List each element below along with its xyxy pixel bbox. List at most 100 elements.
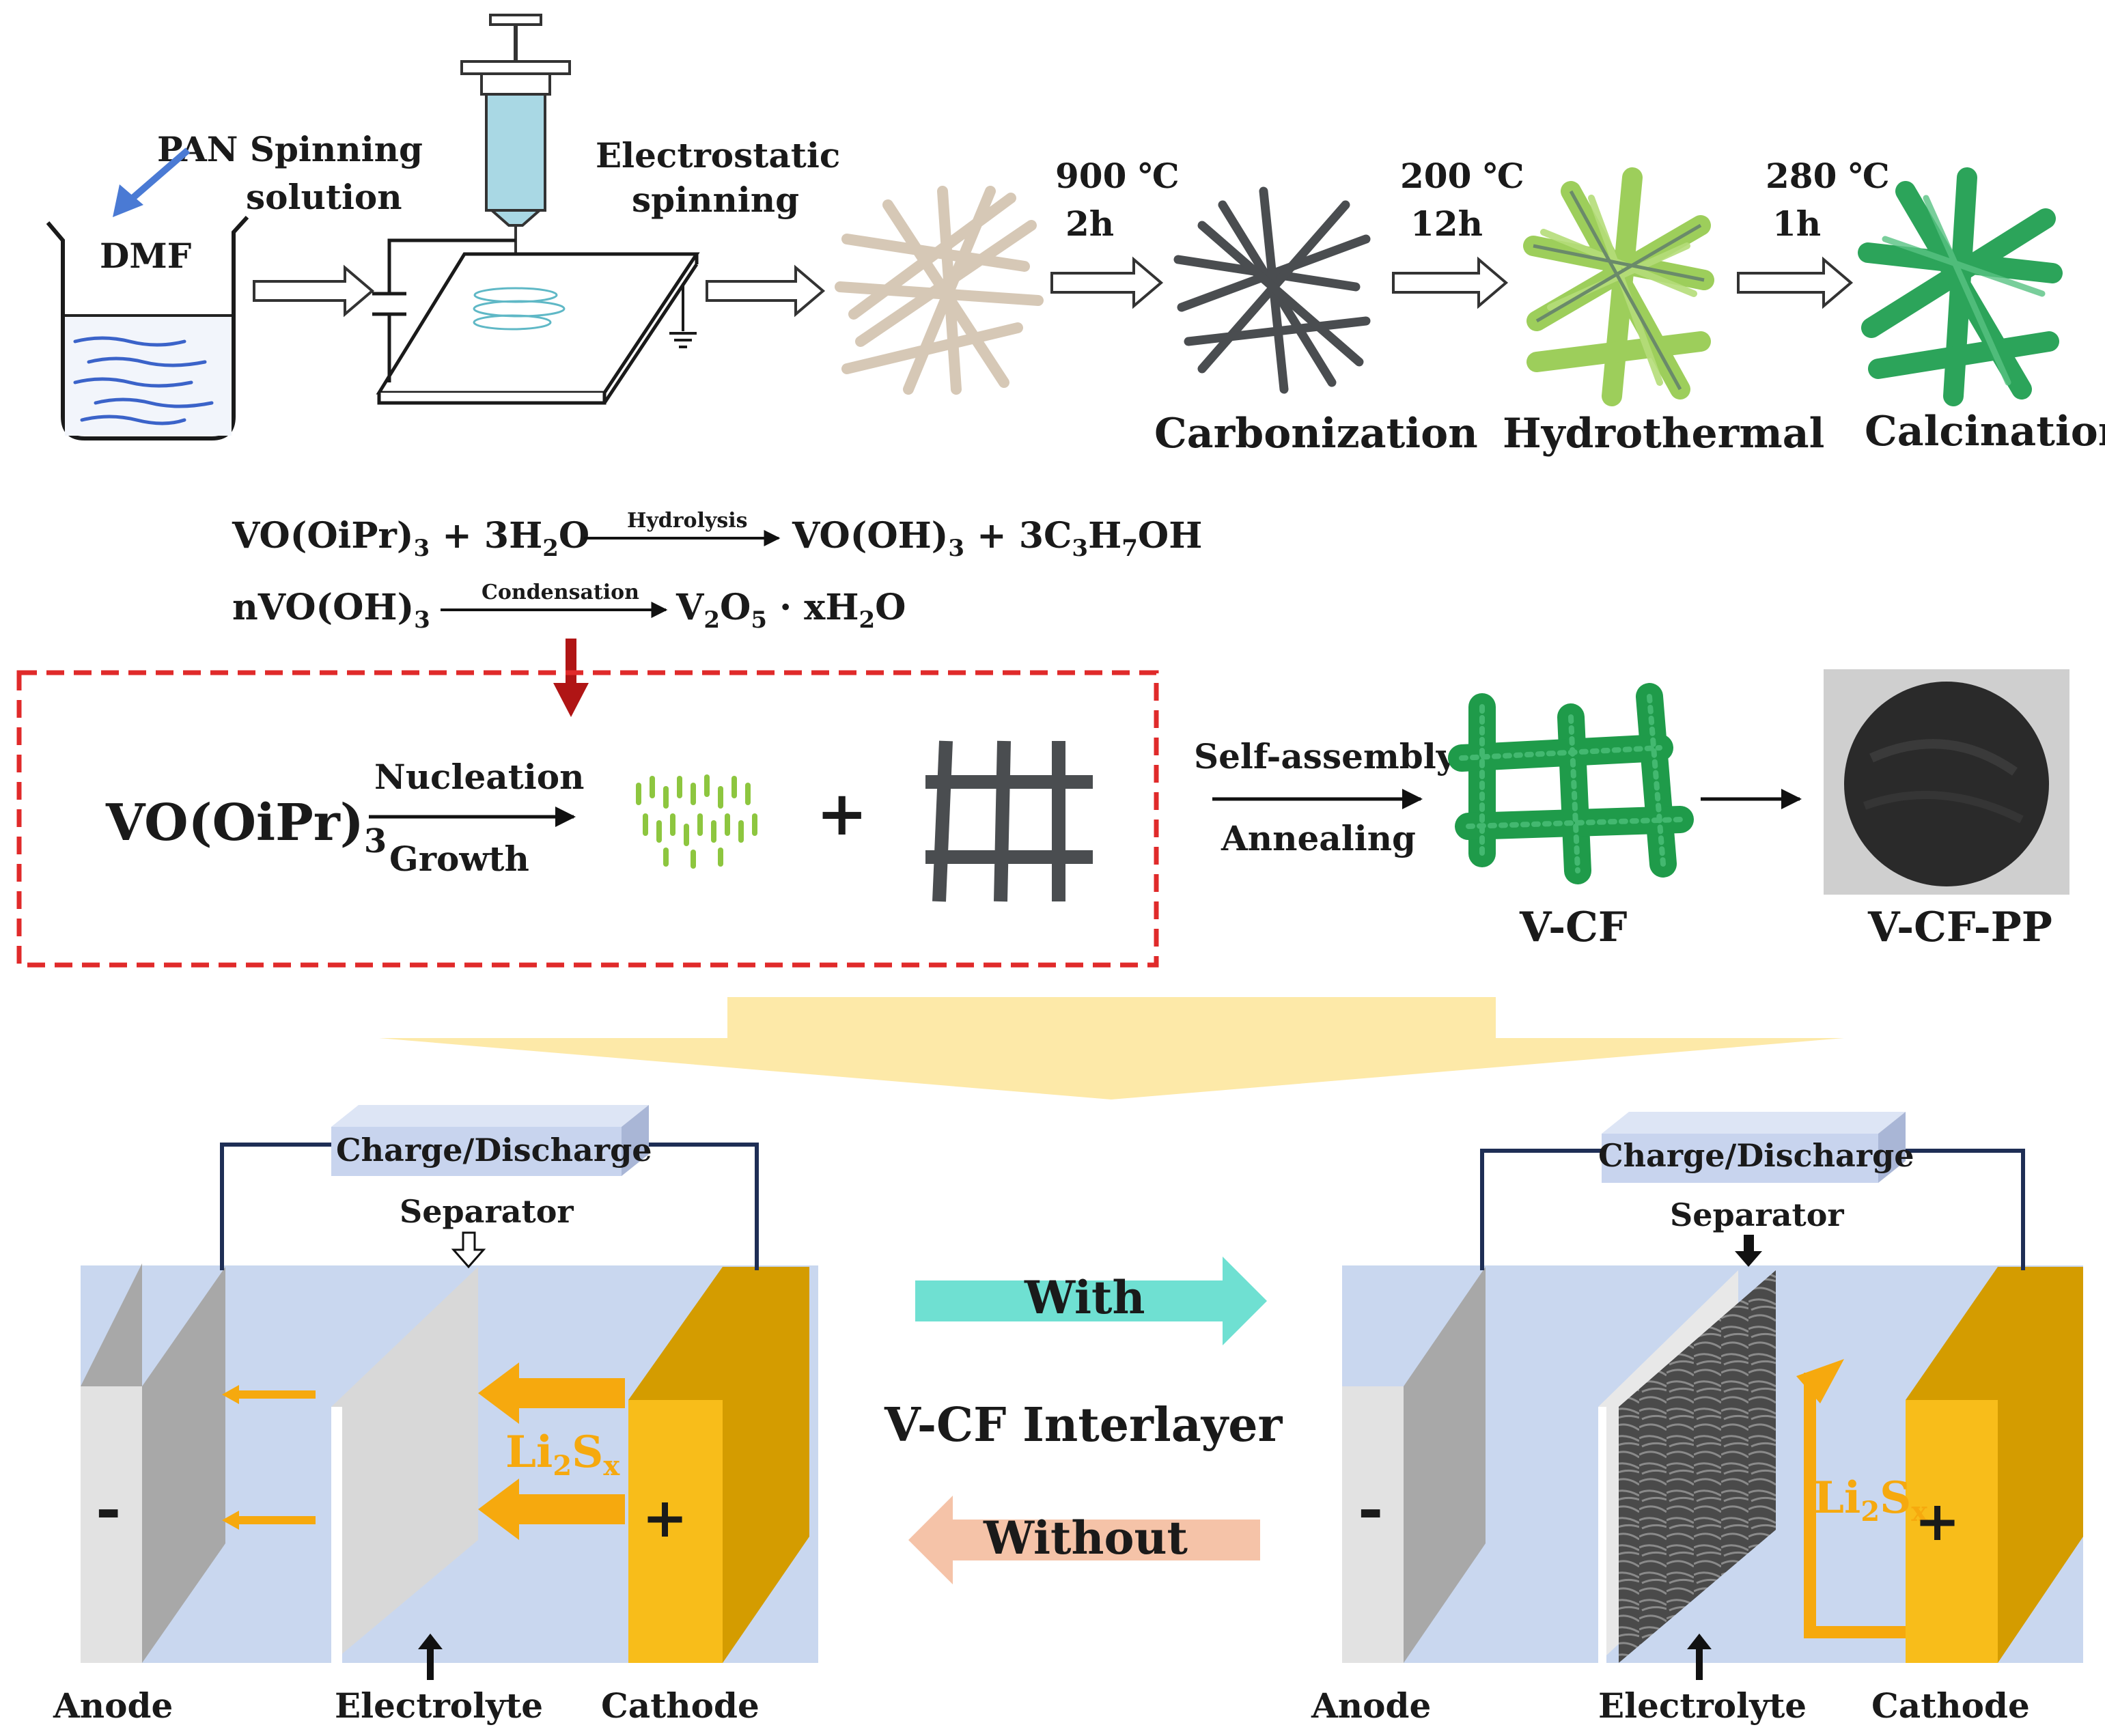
right-anode-label: Anode [1311,1685,1431,1726]
right-electrolyte-arrow-icon [1687,1634,1712,1680]
eq1-arrow-label: Hydrolysis [627,509,748,533]
right-separator-label: Separator [1670,1196,1844,1233]
without-label: Without [983,1511,1188,1565]
pan-label-line1: PAN Spinning [157,129,423,169]
left-separator-arrow-icon [451,1231,486,1269]
left-lis-arrows-icon [222,1362,625,1540]
hollow-arrow-icon [706,264,826,318]
annealing-label: Annealing [1221,818,1416,858]
right-lis-arrow-icon [1804,1373,1906,1638]
left-separator-label: Separator [400,1193,574,1230]
vcf-grid-icon [1448,683,1694,884]
right-cell: Charge/Discharge Separator Li2Sx - + Ano… [1311,1112,2083,1726]
electrostatic-label-2: spinning [632,180,799,220]
right-electrolyte-label: Electrolyte [1598,1685,1807,1726]
right-plus-sign: + [1914,1489,1960,1553]
eq1-right-sub3: 7 [1121,535,1138,562]
right-charge-box [1602,1134,1878,1183]
eq1-left-sub2: 2 [542,535,559,562]
equation-hydrolysis: VO(OiPr)3 + 3H2O Hydrolysis VO(OH)3 + 3C… [232,509,1202,562]
eq1-right-d: OH [1138,515,1202,557]
eq2-right-sub: 2 [703,606,720,634]
eq1-right-sub: 3 [948,535,964,562]
left-anode-label: Anode [53,1685,173,1726]
hollow-arrow-icon [1737,256,1854,309]
pan-label-line2: solution [246,177,402,217]
calcination-label: Calcination [1865,408,2105,456]
capacitor-icon [372,292,406,316]
left-minus-sign: - [96,1472,121,1545]
eq1-left-a: VO(OiPr) [232,515,413,557]
eq1-right-a: VO(OH) [792,515,948,557]
svg-text:VO(OH)3 + 3C3H7OH: VO(OH)3 + 3C3H7OH [792,515,1202,562]
pan-fiber-mesh-icon [835,186,1044,395]
eq2-right-d: O [875,587,906,628]
with-label: With [1024,1271,1145,1324]
left-separator [331,1267,478,1663]
pan-arrow-icon [113,148,191,217]
left-charge-box [331,1127,622,1176]
hydrothermal-label: Hydrothermal [1503,410,1824,458]
step1-time: 2h [1065,204,1114,244]
electrostatic-label-1: Electrostatic [596,135,840,176]
right-interlayer [1619,1270,1776,1663]
step1-temp: 900 ℃ [1055,156,1180,196]
ground-icon [669,283,697,348]
red-down-arrow-icon [553,639,589,717]
right-charge-label: Charge/Discharge [1598,1137,1914,1174]
precursor-label: VO(OiPr)3 [105,794,387,860]
eq2-right-sub3: 2 [859,606,875,634]
eq1-right-c: H [1088,515,1121,557]
right-anode-front [1342,1386,1404,1663]
right-anode-side [1404,1267,1486,1663]
left-lis-sub1: 2 [553,1450,572,1482]
pan-label: PAN Spinning solution [157,129,423,217]
growth-label: Growth [389,839,529,879]
eq1-left-c: O [559,515,589,557]
step2-temp: 200 ℃ [1400,156,1524,196]
eq1-left-b: + 3H [430,515,542,557]
svg-text:VO(OiPr)3 + 3H2O: VO(OiPr)3 + 3H2O [232,515,589,562]
vcfpp-disc-icon [1824,669,2069,895]
carbon-grid-icon [925,740,1093,902]
left-lis-label: Li2Sx [505,1427,620,1482]
without-arrow-icon [908,1496,1260,1584]
left-lis-s: S [572,1427,603,1478]
right-cathode-front [1906,1400,1998,1663]
right-lis-main: Li [1813,1472,1860,1524]
with-arrow-icon [915,1257,1267,1345]
carbon-fiber-mesh-icon [1173,186,1371,394]
left-charge-label: Charge/Discharge [336,1132,652,1168]
eq2-right-b: O [720,587,751,628]
svg-text:V2O5 · xH2O: V2O5 · xH2O [675,587,906,634]
equation-condensation: nVO(OH)3 Condensation V2O5 · xH2O [232,580,906,634]
eq2-right-c: · xH [767,587,859,628]
step3-time: 1h [1772,204,1821,244]
hydrothermal-mesh-icon [1523,167,1714,406]
eq2-right-sub2: 5 [751,606,767,634]
precursor-sub: 3 [364,822,387,860]
left-lis-main: Li [505,1427,553,1478]
vcfpp-label: V-CF-PP [1867,904,2052,951]
hollow-arrow-icon [1392,256,1509,309]
nucleation-dashed-box [16,670,1159,968]
beaker-icon: DMF [46,215,249,440]
calcination-mesh-icon [1858,167,2063,406]
carbonization-label: Carbonization [1154,410,1478,458]
left-wire-cathode [628,1143,759,1270]
interlayer-label: V-CF Interlayer [884,1398,1283,1453]
eq2-left-a: nVO(OH) [232,587,414,628]
left-cathode-label: Cathode [601,1685,759,1726]
left-wire-anode [220,1143,335,1270]
self-assembly-label: Self-assembly [1194,736,1458,776]
eq2-left-sub: 3 [414,606,430,634]
eq1-right-sub2: 3 [1072,535,1088,562]
svg-text:nVO(OH)3: nVO(OH)3 [232,587,430,634]
right-lis-sub2: x [1911,1496,1928,1528]
right-lis-label: Li2Sx [1813,1472,1928,1528]
left-cathode-front [628,1400,723,1663]
left-electrolyte-label: Electrolyte [335,1685,543,1726]
collector-plate-icon [376,252,700,405]
right-wire-cathode [1875,1149,2025,1270]
